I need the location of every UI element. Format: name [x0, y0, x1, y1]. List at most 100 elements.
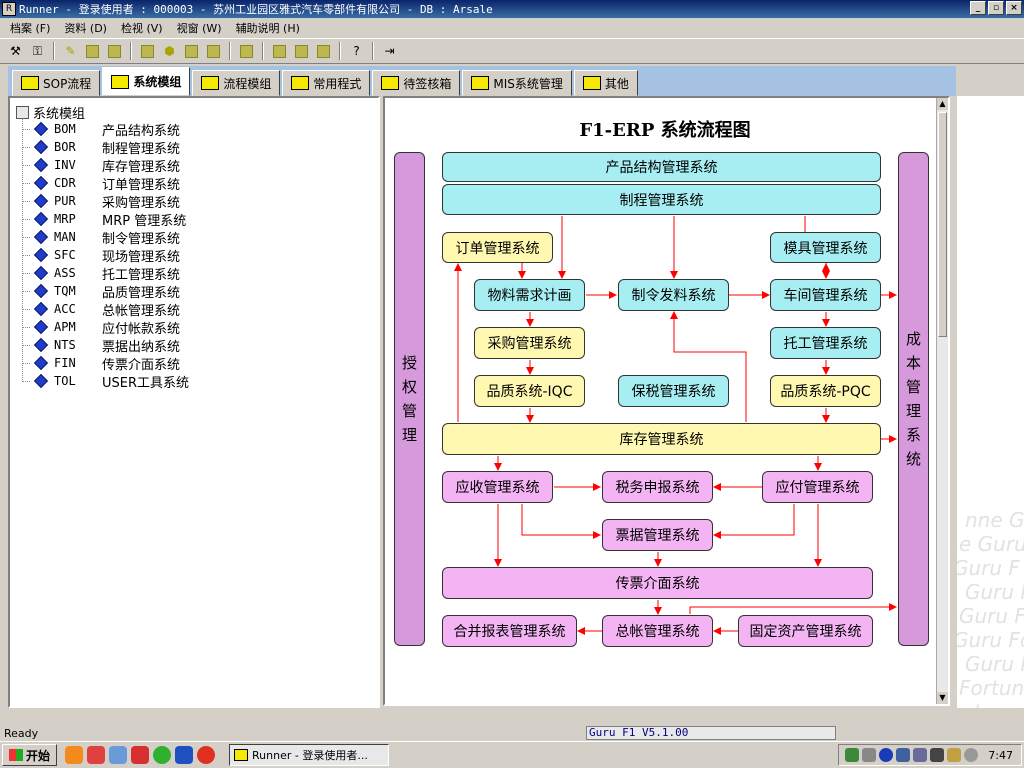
- layout-icon[interactable]: [292, 42, 311, 61]
- tray-icon[interactable]: [913, 748, 927, 762]
- grid-icon[interactable]: [138, 42, 157, 61]
- app-icon[interactable]: [87, 746, 106, 764]
- box-bom[interactable]: 产品结构管理系统: [442, 152, 881, 182]
- layout-icon[interactable]: [314, 42, 333, 61]
- module-code: SFC: [54, 248, 76, 262]
- app-icon[interactable]: [175, 746, 194, 764]
- tree-root[interactable]: 系统模组: [16, 103, 85, 122]
- box-bonded[interactable]: 保税管理系统: [618, 375, 729, 407]
- tab-other[interactable]: 其他: [573, 70, 638, 96]
- box-outsource[interactable]: 托工管理系统: [770, 327, 881, 359]
- scroll-up-arrow-icon[interactable]: ▲: [937, 98, 948, 110]
- square-icon[interactable]: [182, 42, 201, 61]
- tray-icon[interactable]: [845, 748, 859, 762]
- close-button[interactable]: ×: [1006, 1, 1022, 15]
- menu-data[interactable]: 资料 (D): [64, 22, 107, 35]
- tray-icon[interactable]: [947, 748, 961, 762]
- tab-approval-box[interactable]: 待签核箱: [372, 70, 461, 96]
- box-tax[interactable]: 税务申报系统: [602, 471, 713, 503]
- box-iqc[interactable]: 品质系统-IQC: [474, 375, 585, 407]
- folder-icon[interactable]: [105, 42, 124, 61]
- box-consolidation[interactable]: 合并报表管理系统: [442, 615, 577, 647]
- box-shop[interactable]: 车间管理系统: [770, 279, 881, 311]
- firefox-icon[interactable]: [65, 746, 84, 764]
- module-diamond-icon: [33, 247, 49, 263]
- start-button[interactable]: 开始: [2, 744, 58, 766]
- module-diamond-icon: [33, 265, 49, 281]
- menu-view[interactable]: 检视 (V): [120, 22, 163, 35]
- key-icon[interactable]: ⚿: [32, 43, 43, 58]
- tab-system-modules[interactable]: 系统模组: [102, 67, 191, 96]
- tray-icon[interactable]: [964, 748, 978, 762]
- app-icon[interactable]: [109, 746, 128, 764]
- box-voucher[interactable]: 传票介面系统: [442, 567, 873, 599]
- tree-connector: [22, 182, 30, 184]
- taskbar-runner-button[interactable]: Runner - 登录使用者...: [229, 744, 390, 766]
- menu-help[interactable]: 辅助说明 (H): [235, 22, 300, 35]
- scroll-thumb[interactable]: [938, 112, 947, 337]
- toolbar-separator: [262, 42, 264, 60]
- box-bor[interactable]: 制程管理系统: [442, 184, 881, 215]
- minimize-button[interactable]: _: [970, 1, 986, 15]
- box-order[interactable]: 订单管理系统: [442, 232, 553, 263]
- square-icon[interactable]: [270, 42, 289, 61]
- tab-flow-modules[interactable]: 流程模组: [192, 70, 281, 96]
- tab-sop[interactable]: SOP流程: [12, 70, 101, 96]
- box-inventory[interactable]: 库存管理系统: [442, 423, 881, 455]
- box-notes[interactable]: 票据管理系统: [602, 519, 713, 551]
- tray-icon[interactable]: [930, 748, 944, 762]
- network-icon[interactable]: [896, 748, 910, 762]
- menu-file[interactable]: 档案 (F): [10, 22, 51, 35]
- box-ledger[interactable]: 总帐管理系统: [602, 615, 713, 647]
- box-purchase[interactable]: 采购管理系统: [474, 327, 585, 359]
- app-icon[interactable]: [131, 746, 150, 764]
- box-issue[interactable]: 制令发料系统: [618, 279, 729, 311]
- cost-management-bar[interactable]: 成本管理系统: [898, 152, 929, 646]
- tools-icon[interactable]: ⚒: [10, 44, 21, 58]
- help-icon[interactable]: ?: [353, 44, 360, 58]
- diagram-scrollbar[interactable]: ▲ ▼: [936, 98, 948, 704]
- maximize-button[interactable]: ▫: [988, 1, 1004, 15]
- box-mrp[interactable]: 物料需求计画: [474, 279, 585, 311]
- box-receivable[interactable]: 应收管理系统: [442, 471, 553, 503]
- wrench-icon[interactable]: ✎: [65, 44, 76, 58]
- watermark-text: Guru Fortune: [965, 652, 1024, 676]
- trash-icon[interactable]: [83, 42, 102, 61]
- scroll-down-arrow-icon[interactable]: ▼: [937, 692, 948, 704]
- tab-mis-admin[interactable]: MIS系统管理: [462, 70, 572, 96]
- tab-common-programs[interactable]: 常用程式: [282, 70, 371, 96]
- square-icon[interactable]: [237, 42, 256, 61]
- box-payable[interactable]: 应付管理系统: [762, 471, 873, 503]
- tray-icon[interactable]: [879, 748, 893, 762]
- module-diamond-icon: [33, 211, 49, 227]
- volume-icon[interactable]: [862, 748, 876, 762]
- square-icon[interactable]: [204, 42, 223, 61]
- authorization-bar[interactable]: 授权管理: [394, 152, 425, 646]
- hexagon-icon[interactable]: ⬢: [164, 44, 175, 58]
- box-pqc[interactable]: 品质系统-PQC: [770, 375, 881, 407]
- watermark-text: Fortune o: [959, 676, 1024, 700]
- app-icon[interactable]: [197, 746, 216, 764]
- flow-diagram-panel: F1-ERP 系统流程图: [383, 96, 950, 706]
- box-fixed-asset[interactable]: 固定资产管理系统: [738, 615, 873, 647]
- box-mold[interactable]: 模具管理系统: [770, 232, 881, 263]
- exit-icon[interactable]: ⇥: [384, 44, 395, 58]
- menu-window[interactable]: 视窗 (W): [176, 22, 222, 35]
- app-icon[interactable]: [153, 746, 172, 764]
